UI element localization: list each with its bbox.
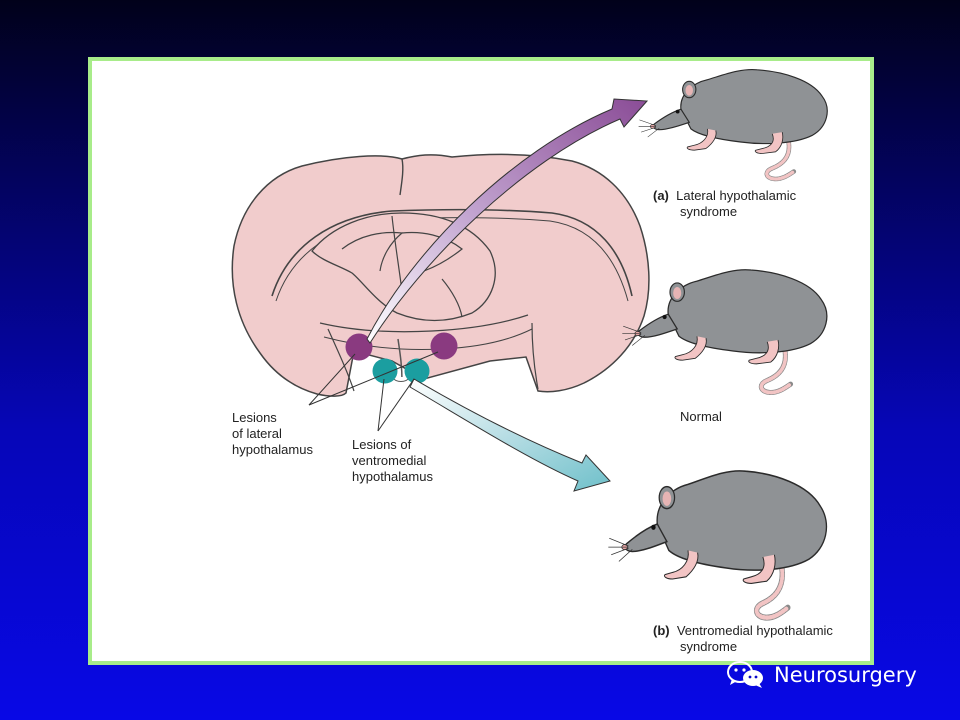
- lateral-lesion-right: [430, 332, 458, 360]
- label-lesions-lateral: Lesions of lateral hypothalamus: [232, 410, 313, 457]
- watermark: Neurosurgery: [726, 658, 917, 692]
- pointer-lines: [308, 351, 439, 432]
- figure-panel: Lesions of lateral hypothalamus Lesions …: [88, 57, 874, 665]
- lateral-lesion-left: [345, 333, 373, 361]
- rat-normal: [622, 270, 827, 393]
- arrow-to-ventromedial-syndrome: [409, 378, 611, 492]
- brain-section: [231, 153, 650, 397]
- hypothalamus-lesion-diagram: [231, 61, 870, 661]
- label-normal: Normal: [680, 409, 722, 424]
- wechat-icon: [727, 661, 763, 688]
- label-lesions-ventromedial: Lesions of ventromedial hypothalamus: [352, 437, 433, 484]
- watermark-text: Neurosurgery: [774, 663, 917, 687]
- arrow-to-lateral-syndrome: [366, 98, 649, 344]
- label-panel-b: (b) Ventromedial hypothalamic syndrome: [653, 623, 833, 654]
- ventromedial-lesion-left: [372, 358, 398, 384]
- ventromedial-lesion-right: [404, 358, 430, 384]
- rat-lateral-syndrome: [639, 70, 828, 179]
- label-panel-a: (a) Lateral hypothalamic syndrome: [653, 188, 797, 219]
- rat-ventromedial-syndrome: [608, 471, 826, 618]
